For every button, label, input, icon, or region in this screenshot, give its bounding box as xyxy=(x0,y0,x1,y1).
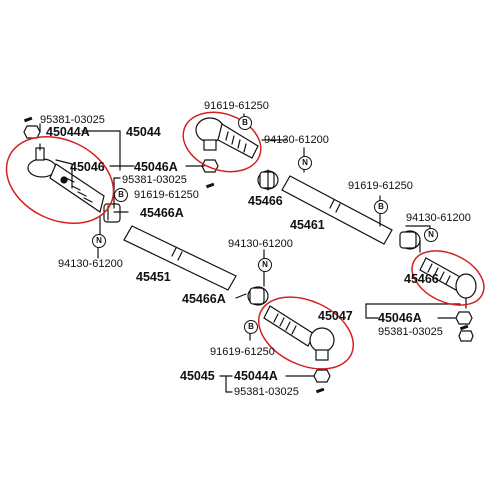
nut-symbol-right: N xyxy=(424,228,438,242)
clamp-45466A-left xyxy=(103,203,121,223)
tie-rod-end-top-center xyxy=(195,117,259,159)
tube-45451 xyxy=(123,225,237,291)
tie-rod-end-bottom xyxy=(263,305,335,361)
label-45047: 45047 xyxy=(318,309,353,323)
label-45466A-b: 45466A xyxy=(182,292,226,306)
label-45451: 45451 xyxy=(136,270,171,284)
callout-left xyxy=(5,135,115,225)
nut-symbol-mid: N xyxy=(258,258,272,272)
nut-45044A-top xyxy=(23,125,41,139)
tube-45461 xyxy=(281,175,393,245)
nut-45046A-bottom-right xyxy=(458,330,474,342)
label-91619-61250-right: 91619-61250 xyxy=(348,180,413,192)
label-45044A-a: 45044A xyxy=(46,125,90,139)
washer-markers xyxy=(23,116,469,394)
label-94130-61200-mid: 94130-61200 xyxy=(228,238,293,250)
label-91619-61250-a: 91619-61250 xyxy=(134,189,199,201)
label-94130-61200-right: 94130-61200 xyxy=(406,212,471,224)
callout-right xyxy=(411,250,485,306)
label-45466A-a: 45466A xyxy=(140,206,184,220)
label-45046A-b: 45046A xyxy=(378,311,422,325)
nut-45044A-bottom xyxy=(313,369,331,383)
bolt-symbol-mid: B xyxy=(244,320,258,334)
label-45046-a: 45046 xyxy=(70,160,105,174)
nut-45046A-right xyxy=(455,311,473,325)
clamp-45466A-mid xyxy=(247,286,269,306)
label-95381-03025-d: 95381-03025 xyxy=(234,386,299,398)
bolt-symbol-top: B xyxy=(238,116,252,130)
label-45046A-a: 45046A xyxy=(134,160,178,174)
bolt-symbol-right: B xyxy=(374,200,388,214)
label-91619-61250-mid: 91619-61250 xyxy=(210,346,275,358)
label-45466-b: 45466 xyxy=(404,272,439,286)
nut-symbol-top: N xyxy=(298,156,312,170)
label-95381-03025-a: 95381-03025 xyxy=(40,114,105,126)
label-45461: 45461 xyxy=(290,218,325,232)
label-91619-61250-top: 91619-61250 xyxy=(204,100,269,112)
label-45466-a: 45466 xyxy=(248,194,283,208)
nut-symbol-a: N xyxy=(92,234,106,248)
label-94130-61200-a: 94130-61200 xyxy=(58,258,123,270)
bolt-symbol-a: B xyxy=(114,188,128,202)
label-45044: 45044 xyxy=(126,125,161,139)
label-95381-03025-c: 95381-03025 xyxy=(378,326,443,338)
red-callouts xyxy=(5,111,485,370)
label-95381-03025-b: 95381-03025 xyxy=(122,174,187,186)
label-94130-61200-top: 94130-61200 xyxy=(264,134,329,146)
label-45044A-b: 45044A xyxy=(234,369,278,383)
label-45045: 45045 xyxy=(180,369,215,383)
tie-rod-end-right xyxy=(419,257,477,309)
callout-top-center xyxy=(182,111,262,173)
tie-rod-end-left xyxy=(27,143,105,213)
callout-bottom xyxy=(257,296,355,370)
clamp-45466-right xyxy=(399,230,421,250)
